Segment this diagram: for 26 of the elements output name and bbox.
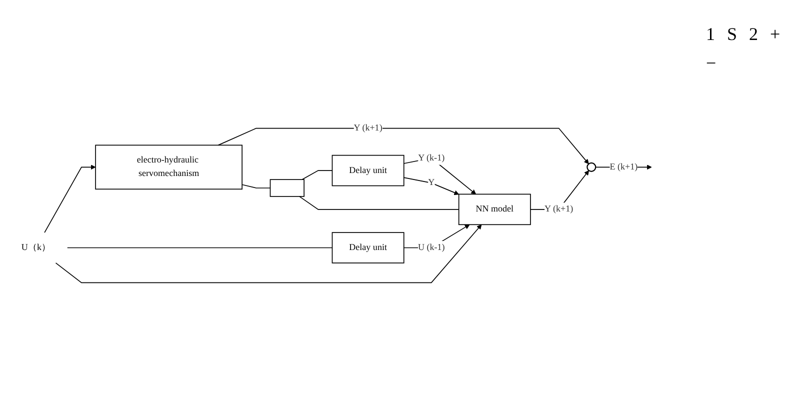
- connector: [302, 170, 333, 180]
- edge-label: Y (k-1): [418, 152, 445, 163]
- node-box: Delay unit: [332, 154, 404, 186]
- arrow: [403, 177, 460, 195]
- node-switch: [270, 179, 304, 197]
- diagram-label: S: [727, 24, 738, 45]
- node-box: electro-hydraulic servomechanism: [95, 144, 242, 190]
- node-box: Delay unit: [332, 232, 404, 264]
- arrow: [44, 164, 96, 233]
- diagram-label: 2: [749, 24, 758, 45]
- connector: [66, 247, 333, 248]
- node-circle: [586, 162, 596, 172]
- diagram-label: −: [706, 53, 716, 74]
- node-text: U（k）: [21, 242, 50, 252]
- connector: [298, 196, 460, 210]
- edge-label: Y (k+1): [354, 123, 382, 133]
- node-box: NN model: [458, 194, 531, 225]
- diagram-label: 1: [706, 24, 715, 45]
- diagram-label: +: [770, 24, 780, 45]
- edge-label: Y: [428, 178, 435, 188]
- edge-label: E (k+1): [610, 162, 638, 172]
- edge-label: U (k-1): [418, 242, 445, 252]
- arrow: [218, 128, 589, 164]
- edge-label: Y (k+1): [544, 204, 574, 214]
- connector: [242, 184, 271, 188]
- arrow: [403, 158, 476, 194]
